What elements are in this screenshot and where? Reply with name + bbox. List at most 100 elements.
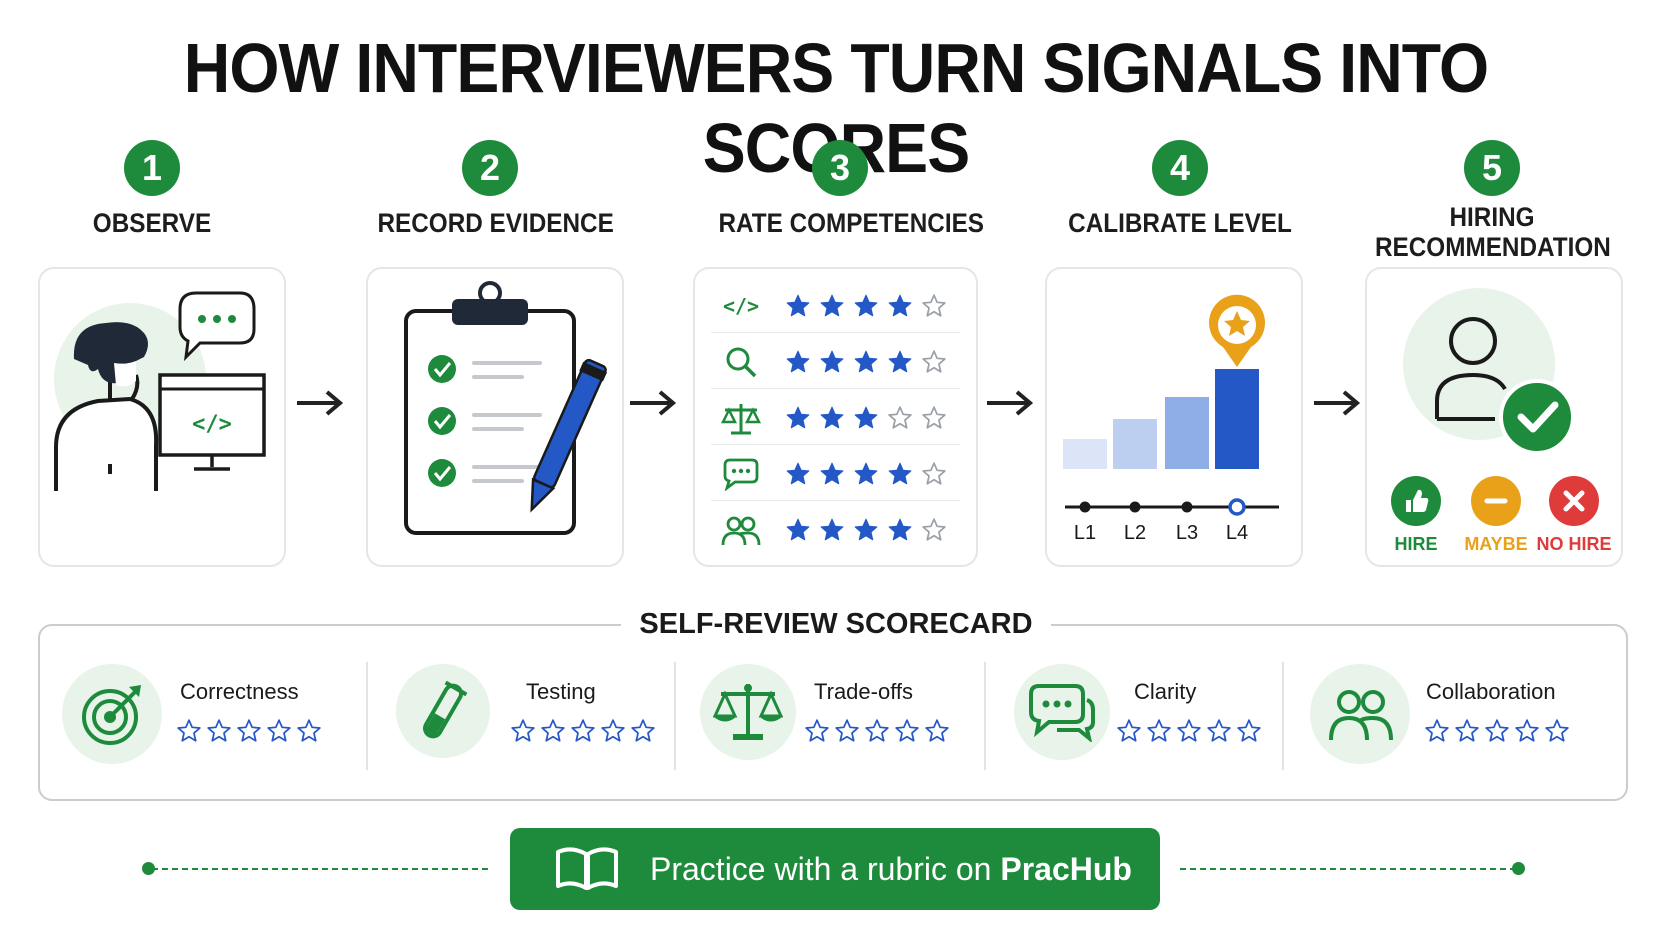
star-empty-icon — [922, 405, 946, 429]
cta-text: Practice with a rubric on PracHub — [650, 851, 1132, 888]
star-empty-icon — [922, 293, 946, 317]
star-empty-icon — [895, 719, 919, 742]
star-empty-icon — [888, 405, 912, 429]
magnifier-icon — [726, 347, 757, 377]
star-filled-icon — [820, 406, 844, 428]
step-label: RATE COMPETENCIES — [718, 208, 985, 238]
star-filled-icon — [820, 518, 844, 541]
svg-text:</>: </> — [192, 412, 232, 437]
step-label-line: RECOMMENDATION — [1375, 232, 1611, 262]
step-number: 3 — [812, 140, 868, 196]
divider — [674, 662, 676, 770]
step-hiring-recommendation: 5 HIRING RECOMMENDATION — [1362, 140, 1622, 262]
divider — [984, 662, 986, 770]
cta-brand: PracHub — [1000, 850, 1132, 887]
monitor-code-icon: </> — [158, 373, 266, 471]
hire-label: HIRE — [1394, 534, 1438, 554]
arrow-icon — [1314, 390, 1361, 416]
star-filled-icon — [820, 462, 844, 484]
star-empty-icon — [177, 719, 201, 742]
star-empty-icon — [1485, 719, 1509, 742]
thumbs-up-icon[interactable] — [1391, 476, 1441, 526]
step-record-evidence: 2 RECORD EVIDENCE — [365, 140, 615, 238]
star-filled-icon — [888, 518, 912, 541]
rating-row: </> — [711, 279, 960, 333]
level-bar — [1165, 397, 1209, 469]
star-empty-icon — [922, 461, 946, 485]
chat-icon — [1029, 684, 1095, 742]
step-label: CALIBRATE LEVEL — [1068, 208, 1292, 238]
star-empty-icon — [601, 719, 625, 742]
observe-card: </> — [38, 267, 286, 567]
scorecard-title-text: SELF-REVIEW SCORECARD — [621, 608, 1051, 641]
self-review-scorecard: Correctness Testing Trade-offs Clarity C… — [38, 624, 1628, 801]
scorecard-item-name: Collaboration — [1426, 679, 1556, 704]
speech-bubble-icon — [178, 291, 256, 362]
level-tick — [1079, 501, 1091, 513]
scorecard-item-name: Correctness — [180, 679, 299, 704]
star-empty-icon — [1545, 719, 1569, 742]
star-filled-icon — [786, 406, 810, 428]
step-observe: 1 OBSERVE — [52, 140, 252, 238]
observe-illustration: </> — [54, 291, 266, 491]
step-number: 2 — [462, 140, 518, 196]
star-filled-icon — [820, 350, 844, 372]
x-icon[interactable] — [1549, 476, 1599, 526]
star-filled-icon — [786, 294, 810, 316]
star-filled-icon — [820, 294, 844, 316]
decorative-dot — [1512, 862, 1525, 875]
star-filled-icon — [854, 294, 878, 316]
svg-text:</>: </> — [723, 294, 759, 318]
star-filled-icon — [854, 350, 878, 372]
star-empty-icon — [805, 719, 829, 742]
practice-cta-button[interactable]: Practice with a rubric on PracHub — [510, 828, 1160, 910]
scorecard-item-trade-offs: Trade-offs — [700, 636, 990, 786]
book-icon — [556, 847, 618, 890]
rating-row — [711, 503, 960, 557]
star-empty-icon — [571, 719, 595, 742]
hiring-recommendation-card: HIRE MAYBE NO HIRE — [1365, 267, 1623, 567]
arrow-icon — [987, 390, 1034, 416]
star-empty-icon — [207, 719, 231, 742]
star-empty-icon — [922, 518, 946, 541]
minus-icon[interactable] — [1471, 476, 1521, 526]
scorecard-item-name: Clarity — [1134, 679, 1197, 704]
star-empty-icon — [1237, 719, 1261, 742]
step-rate-competencies: 3 RATE COMPETENCIES — [705, 140, 985, 238]
star-pin-icon — [1209, 294, 1265, 367]
star-filled-icon — [888, 350, 912, 372]
star-empty-icon — [541, 719, 565, 742]
rating-row — [711, 335, 960, 389]
star-filled-icon — [888, 462, 912, 484]
star-empty-icon — [631, 719, 655, 742]
target-icon — [82, 685, 141, 745]
check-icon — [428, 355, 456, 487]
check-badge-icon — [1499, 379, 1575, 455]
star-empty-icon — [835, 719, 859, 742]
arrow-icon — [630, 390, 677, 416]
no-hire-label: NO HIRE — [1536, 534, 1612, 554]
level-tick — [1228, 498, 1246, 516]
code-icon: </> — [723, 294, 759, 318]
scorecard-title: SELF-REVIEW SCORECARD — [0, 608, 1672, 641]
level-bar — [1113, 419, 1157, 469]
star-empty-icon — [1147, 719, 1171, 742]
level-label: L2 — [1124, 522, 1146, 544]
level-label: L3 — [1176, 522, 1198, 544]
scorecard-item-name: Trade-offs — [814, 679, 914, 704]
level-label: L1 — [1074, 522, 1096, 544]
level-bar — [1063, 439, 1107, 469]
star-filled-icon — [786, 518, 810, 541]
scorecard-item-correctness: Correctness — [62, 636, 342, 786]
step-label-line: HIRING — [1449, 202, 1535, 232]
star-filled-icon — [854, 406, 878, 428]
star-filled-icon — [786, 350, 810, 372]
star-empty-icon — [297, 719, 321, 742]
decorative-dot — [142, 862, 155, 875]
maybe-label: MAYBE — [1464, 534, 1528, 554]
star-empty-icon — [922, 349, 946, 373]
test-tube-icon — [423, 680, 468, 739]
star-empty-icon — [865, 719, 889, 742]
